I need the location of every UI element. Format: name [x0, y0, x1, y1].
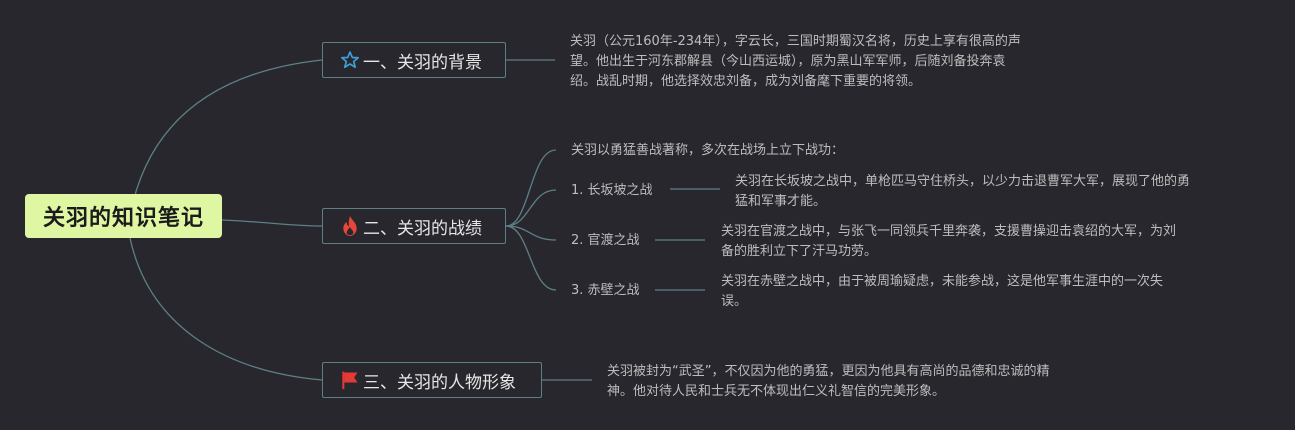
root-title: 关羽的知识笔记	[42, 206, 204, 231]
battle-name: 3. 赤壁之战	[571, 283, 640, 298]
connector-branch2-intro	[505, 149, 557, 227]
battle-name: 2. 官渡之战	[571, 233, 640, 248]
branch-label: 三、关羽的人物形象	[363, 372, 516, 393]
connector-branch2-battle3	[505, 225, 557, 291]
root-node[interactable]: 关羽的知识笔记	[25, 194, 222, 238]
star-icon	[339, 49, 361, 71]
record-intro: 关羽以勇猛善战著称，多次在战场上立下战功：	[571, 143, 845, 158]
branch-label: 一、关羽的背景	[363, 52, 482, 73]
branch-record[interactable]: 二、关羽的战绩	[322, 208, 506, 244]
branch-image[interactable]: 三、关羽的人物形象	[322, 362, 542, 398]
battle-description: 关羽在长坂坡之战中，单枪匹马守住桥头，以少力击退曹军大军，展现了他的勇 猛和军事…	[735, 174, 1191, 209]
flame-icon	[339, 215, 361, 237]
branch-background[interactable]: 一、关羽的背景	[322, 42, 506, 78]
branch-label: 二、关羽的战绩	[363, 218, 482, 239]
connector-root-branch1	[129, 59, 323, 217]
battle-description: 关羽在官渡之战中，与张飞一同领兵千里奔袭，支援曹操迎击袁绍的大军，为刘 备的胜利…	[721, 224, 1177, 259]
battle-description: 关羽在赤壁之战中，由于被周瑜疑虑，未能参战，这是他军事生涯中的一次失 误。	[721, 274, 1164, 309]
image-text: 关羽被封为“武圣”，不仅因为他的勇猛，更因为他具有高尚的品德和忠诚的精 神。他对…	[607, 364, 1050, 399]
connector-branch2-battle1	[505, 189, 557, 227]
battle-name: 1. 长坂坡之战	[571, 183, 653, 198]
flag-icon	[339, 369, 361, 391]
background-text: 关羽（公元160年-234年），字云长，三国时期蜀汉名将，历史上享有很高的声 望…	[570, 34, 1021, 89]
connector-root-branch2	[221, 219, 323, 227]
connector-root-branch3	[129, 237, 323, 381]
connector-branch2-battle2	[505, 225, 557, 241]
